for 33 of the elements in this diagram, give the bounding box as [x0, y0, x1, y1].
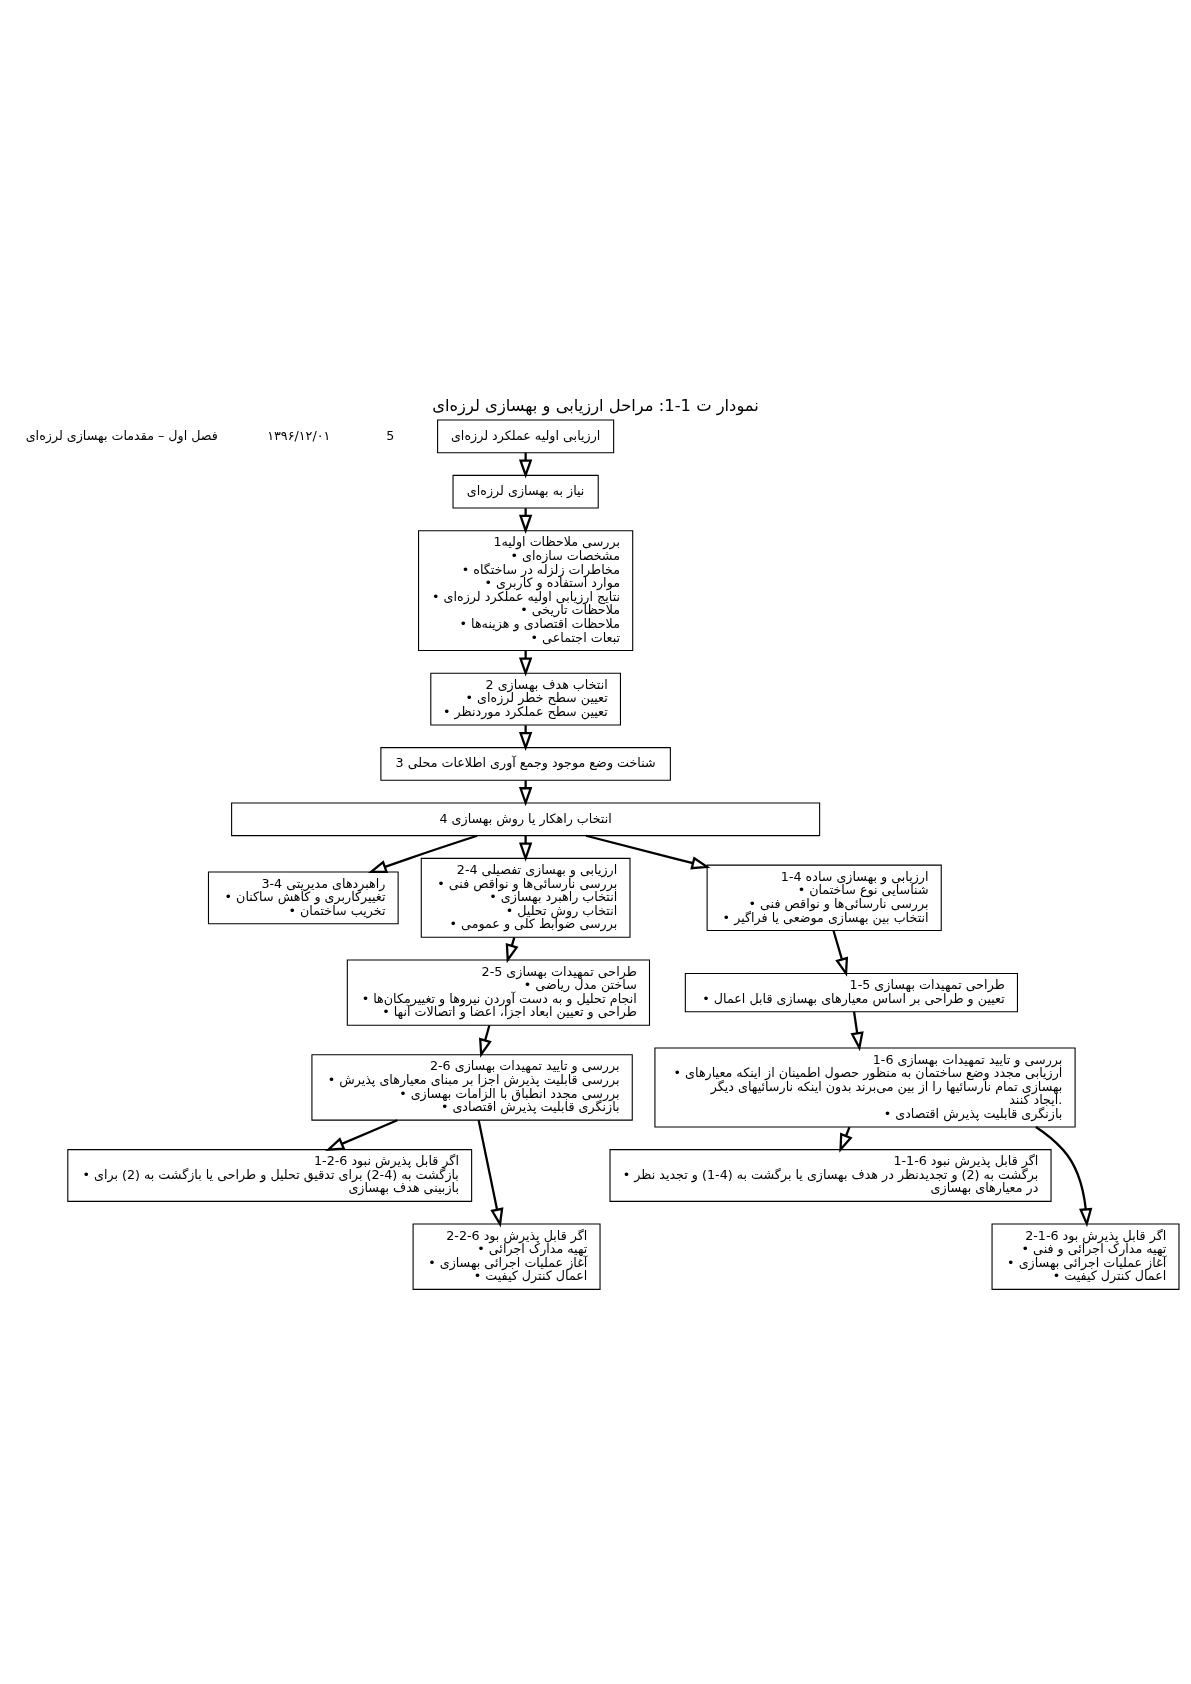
node-box: 4 انتخاب راهکار یا روش بهسازی: [231, 802, 821, 837]
arrow: [832, 930, 849, 977]
arrow: [518, 650, 533, 677]
arrow: [518, 508, 533, 534]
label: ۱۳۹۶/۱۲/۰۱: [267, 427, 331, 443]
node-box: 3-4 راهبردهای مدیریتی • تغییرکاربری و کاهش ساکنان • تخریب ساختمان: [207, 871, 399, 925]
node-box: 1بررسی ملاحظات اولیه • مشخصات سازه‌ای • مخاطرات زلزله در ساختگاه • موارد استفاده و کاربری • نتایج ارزیابی اولیه عملکرد لرزه‌ای • ملاحظات تاریخی • ملاحظات اقتصادی و هزینه‌ها • تبعات اجتماعی: [418, 530, 634, 652]
node-box: 1-6 بررسی و تایید تمهیدات بهسازی • ارزیابی مجدد وضع ساختمان به منظور حصول اطمینان از اینکه معیارهای بهسازی تمام نارسائیها را از بین می‌برند بدون اینکه نارسائیهای دیگر ایجاد کنند. • بازنگری قابلیت پذیرش اقتصادی: [654, 1047, 1076, 1128]
node-box: 2 انتخاب هدف بهسازی • تعیین سطح خطر لرزه‌ای • تعیین سطح عملکرد موردنظر: [430, 672, 621, 726]
arrow: [479, 1025, 492, 1058]
arrow: [839, 1126, 853, 1153]
arrow: [518, 780, 533, 807]
arrow: [505, 937, 519, 964]
diagram-title: نمودار ت 1-1: مراحل ارزیابی و بهسازی لرزه‌ای: [432, 396, 759, 416]
node-box: 2-4 ارزیابی و بهسازی تفصیلی • بررسی نارسائی‌ها و نواقص فنی • انتخاب راهبرد بهسازی • انتخاب روش تحلیل • بررسی ضوابط کلی و عمومی: [420, 857, 631, 938]
arrow: [518, 452, 533, 479]
node-box: 2-1-6 اگر قابل پذیرش بود • تهیه مدارک اجرائی و فنی • آغاز عملیات اجرائی بهسازی • اعمال کنترل کیفیت: [991, 1223, 1180, 1290]
node-box: 1-4 ارزیابی و بهسازی ساده • شناسایی نوع ساختمان • بررسی نارسائی‌ها و نواقص فنی • انتخاب بین بهسازی موضعی یا فراگیر: [706, 864, 942, 932]
arrow: [518, 835, 533, 862]
label: 5: [386, 427, 395, 443]
node-box: نیاز به بهسازی لرزه‌ای: [452, 474, 599, 509]
label: فصل اول – مقدمات بهسازی لرزه‌ای: [25, 427, 218, 443]
node-box: 1-2-6 اگر قابل پذیرش نبود • بازگشت به (4-2) برای تدقیق تحلیل و طراحی یا بازگشت به (2) برای بازبینی هدف بهسازی: [67, 1149, 473, 1202]
arrow: [850, 1011, 864, 1052]
arrow: [518, 725, 533, 751]
node-box: 1-1-6 اگر قابل پذیرش نبود • برگشت به (2) و تجدیدنظر در هدف بهسازی یا برگشت به (4-1) و تجدید نظر در معیارهای بهسازی: [609, 1149, 1052, 1202]
node-box: 2-5 طراحی تمهیدات بهسازی • ساختن مدل ریاضی • انجام تحلیل و به دست آوردن نیروها و تغییرمکان‌ها • طراحی و تعیین ابعاد اجزا، اعضا و اتصالات آنها: [346, 959, 651, 1026]
node-box: 2-6 بررسی و تایید تمهیدات بهسازی • بررسی قابلیت پذیرش اجزا بر مبنای معیارهای پذیرش • بررسی مجدد انطباق با الزامات بهسازی • بازنگری قابلیت پذیرش اقتصادی: [311, 1054, 633, 1121]
node-box: 1-5 طراحی تمهیدات بهسازی • تعیین و طراحی بر اساس معیارهای بهسازی قابل اعمال: [684, 973, 1018, 1013]
node-box: 2-2-6 اگر قابل پذیرش بود • تهیه مدارک اجرائی • آغاز عملیات اجرائی بهسازی • اعمال کنترل کیفیت: [412, 1223, 601, 1290]
arrow: [477, 1120, 504, 1228]
node-box: ارزیابی اولیه عملکرد لرزه‌ای: [437, 419, 615, 454]
node-box: 3 شناخت وضع موجود وجمع آوری اطلاعات محلی: [380, 747, 671, 781]
